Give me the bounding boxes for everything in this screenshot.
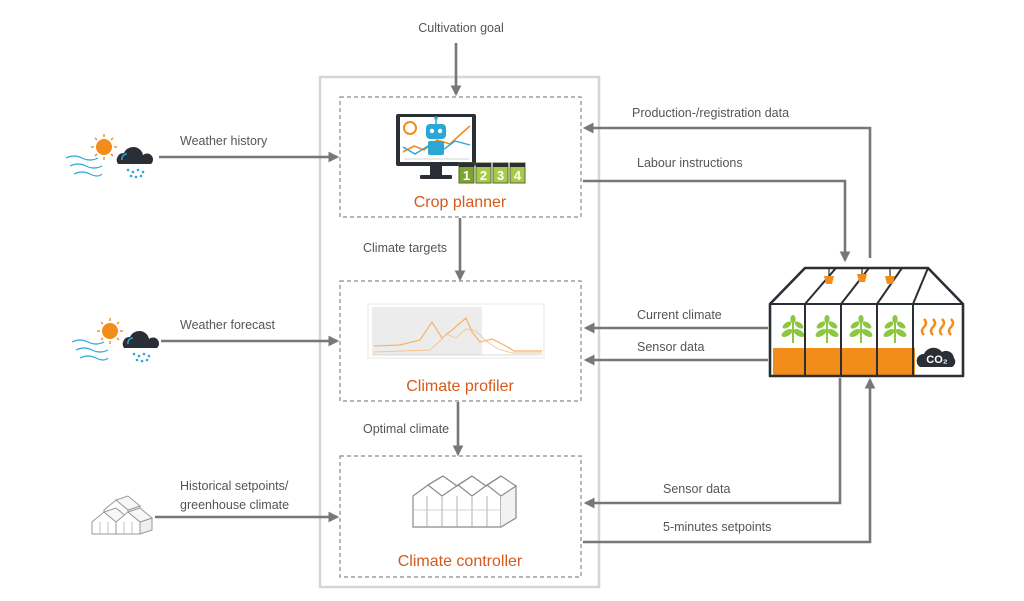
climate-profiler-title: Climate profiler	[406, 378, 514, 395]
historical-setpoints-input: Historical setpoints/ greenhouse climate	[91, 479, 340, 535]
sensor-data-controller-arrow	[583, 378, 842, 509]
co2-label: CO₂	[926, 354, 948, 366]
weather-history-input: Weather history	[65, 134, 340, 179]
robot-icon	[426, 116, 446, 155]
greenhouse-grid-icon	[412, 475, 517, 528]
greenhouse-icon: CO₂	[768, 266, 965, 378]
greenhouse-block-icon	[91, 495, 153, 535]
current-climate-label: Current climate	[637, 308, 722, 322]
heat-icon	[920, 318, 955, 336]
sensor-data-profiler-label: Sensor data	[637, 340, 704, 354]
calendar-day: 4	[514, 168, 522, 183]
wind-icon	[71, 339, 109, 361]
cultivation-goal-label: Cultivation goal	[418, 21, 503, 35]
calendar-icon: 1 2 3 4	[458, 162, 526, 184]
rain-cloud-icon	[122, 330, 160, 363]
weather-history-label: Weather history	[180, 134, 268, 148]
production-registration-label: Production-/registration data	[632, 106, 789, 120]
lamp-icon	[824, 268, 895, 284]
calendar-day: 1	[463, 168, 470, 183]
sun-icon	[97, 318, 123, 344]
crop-planner-title: Crop planner	[414, 194, 507, 211]
calendar-day: 3	[497, 168, 504, 183]
climate-targets-flow: Climate targets	[363, 218, 466, 282]
production-registration-arrow	[582, 122, 872, 258]
weather-forecast-label: Weather forecast	[180, 318, 275, 332]
plant-icon	[779, 314, 909, 344]
climate-controller-module: Climate controller	[339, 455, 582, 578]
setpoints-arrow	[583, 377, 876, 544]
historical-setpoints-label-line2: greenhouse climate	[180, 498, 289, 512]
sensor-data-controller-flow: Sensor data	[583, 378, 842, 509]
sensor-data-controller-label: Sensor data	[663, 482, 730, 496]
system-frame	[318, 75, 601, 589]
co2-cloud-icon: CO₂	[916, 347, 956, 367]
rain-cloud-icon	[116, 146, 154, 179]
climate-targets-label: Climate targets	[363, 241, 447, 255]
climate-profiler-module: Climate profiler	[339, 280, 582, 402]
cultivation-goal-flow: Cultivation goal	[418, 21, 504, 97]
climate-controller-title: Climate controller	[398, 553, 523, 570]
crop-planner-module: 1 2 3 4 Crop planner	[339, 96, 582, 218]
historical-setpoints-label-line1: Historical setpoints/	[180, 479, 289, 493]
profile-chart-thumbnail	[367, 303, 545, 359]
current-climate-flow: Current climate	[583, 308, 768, 334]
optimal-climate-flow: Optimal climate	[363, 402, 464, 457]
labour-instructions-arrow	[583, 179, 851, 263]
weather-forecast-input: Weather forecast	[71, 318, 340, 363]
sensor-data-profiler-flow: Sensor data	[583, 340, 768, 366]
setpoints-label: 5-minutes setpoints	[663, 520, 771, 534]
sun-icon	[91, 134, 117, 160]
labour-instructions-label: Labour instructions	[637, 156, 743, 170]
labour-instructions-flow: Labour instructions	[583, 156, 851, 263]
calendar-day: 2	[480, 168, 487, 183]
wind-icon	[65, 155, 103, 177]
production-registration-flow: Production-/registration data	[582, 106, 872, 258]
optimal-climate-label: Optimal climate	[363, 422, 449, 436]
setpoints-flow: 5-minutes setpoints	[583, 377, 876, 544]
